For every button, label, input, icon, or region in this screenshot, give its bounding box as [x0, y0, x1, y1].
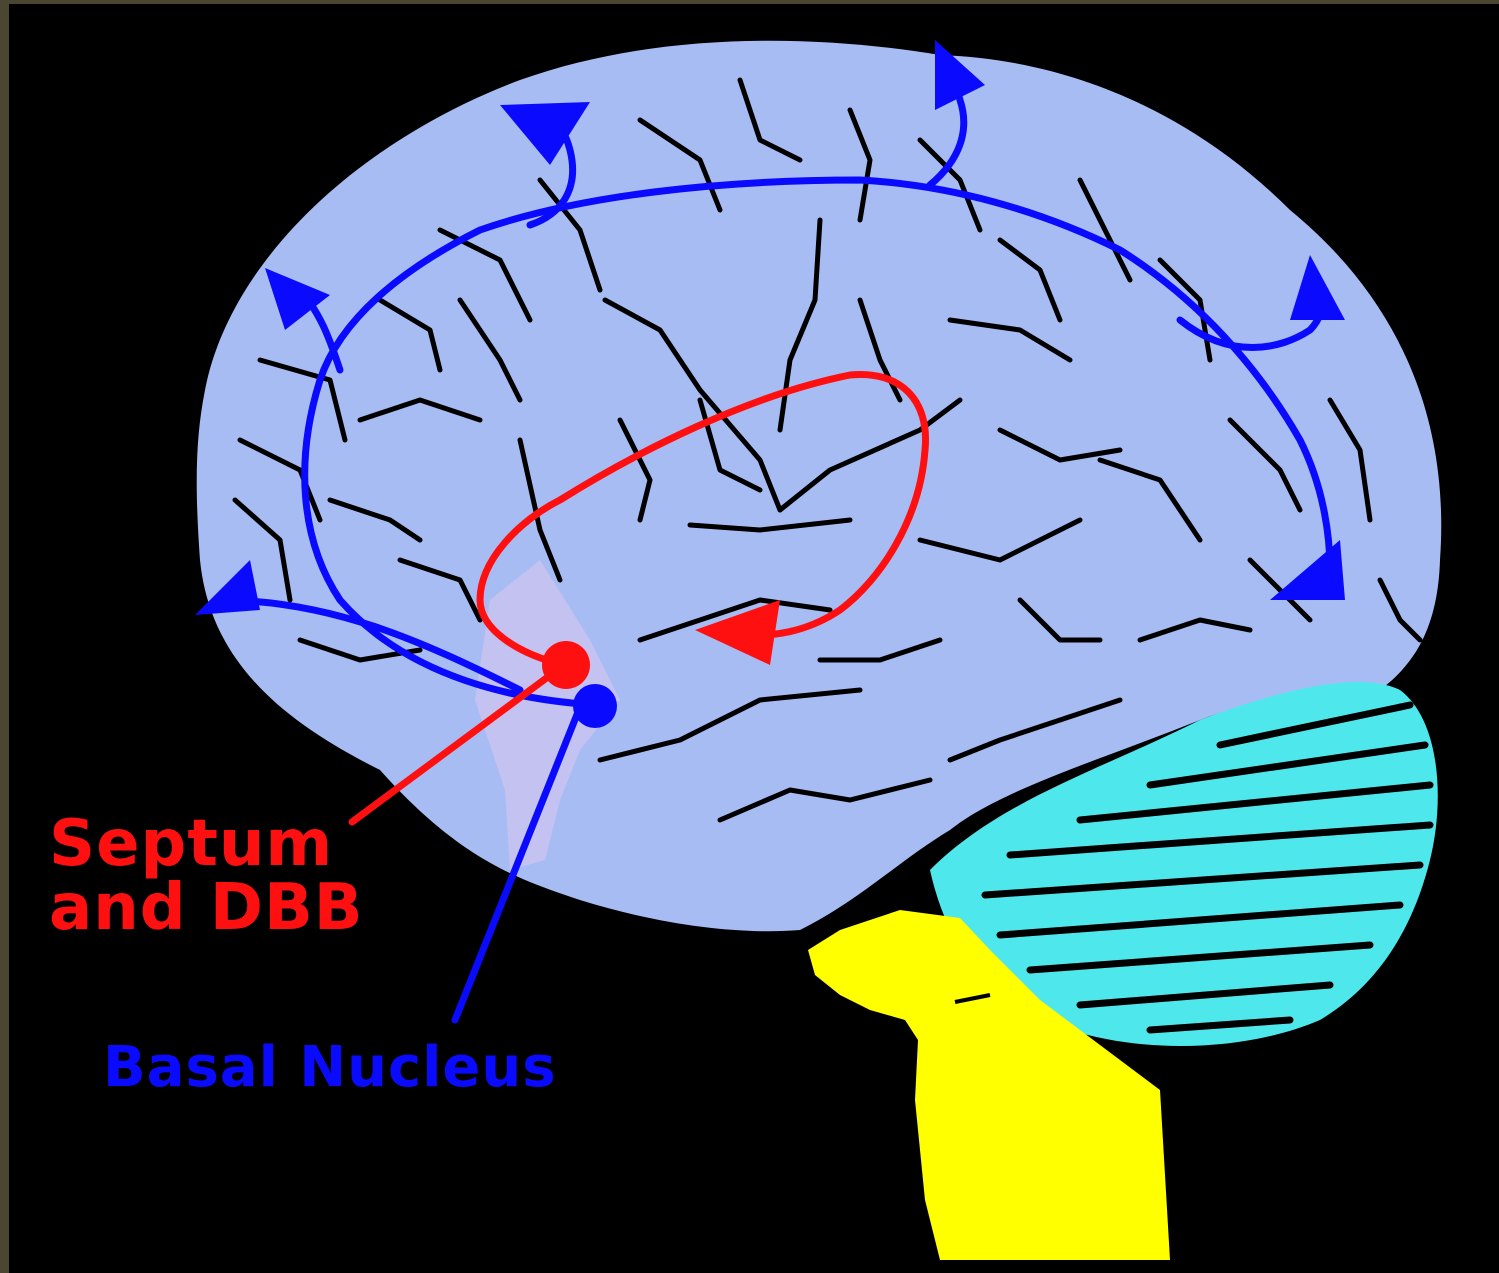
basal-nucleus-label: Basal Nucleus	[103, 1038, 557, 1098]
septum-dbb-label: Septum and DBB	[49, 812, 364, 940]
basal-nucleus-dot	[573, 684, 617, 728]
septum-dbb-dot	[542, 641, 590, 689]
